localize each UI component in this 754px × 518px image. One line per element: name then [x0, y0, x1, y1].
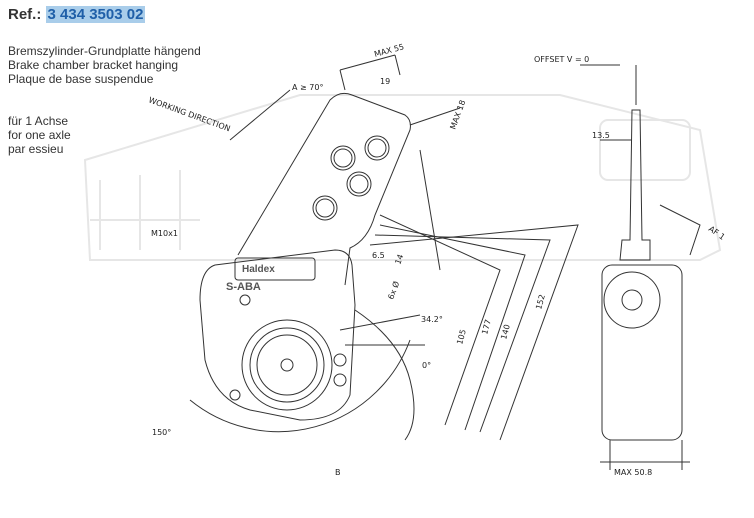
- label-19: 19: [380, 77, 390, 86]
- label-150: 150°: [152, 428, 171, 437]
- ref-heading: Ref.: 3 434 3503 02: [8, 6, 146, 23]
- label-brand: Haldex: [242, 264, 275, 275]
- label-34-2: 34.2°: [421, 315, 443, 324]
- label-177: 177: [480, 318, 493, 335]
- axle-block: für 1 Achse for one axle par essieu: [8, 114, 71, 156]
- hub-outer: [241, 319, 333, 411]
- bracket-hole-4: [312, 195, 338, 221]
- label-thread: M10x1: [151, 229, 178, 238]
- bracket-hole-3: [346, 171, 372, 197]
- side-view-lever: [619, 109, 651, 261]
- bracket-hole-2: [364, 135, 390, 161]
- label-hole: 6x Ø: [385, 280, 401, 301]
- label-max508: MAX 50.8: [614, 468, 652, 477]
- ref-number[interactable]: 3 434 3503 02: [45, 6, 146, 23]
- bracket-hole-1: [330, 145, 356, 171]
- bracket-plate: [237, 92, 411, 286]
- adjuster-body: [199, 249, 356, 421]
- description-de: Bremszylinder-Grundplatte hängend: [8, 44, 201, 58]
- label-14: 14: [393, 253, 405, 266]
- label-105: 105: [455, 328, 468, 345]
- label-model: S-ABA: [226, 281, 261, 293]
- truck-watermark: [83, 94, 722, 261]
- axle-de: für 1 Achse: [8, 114, 69, 128]
- label-135: 13.5: [592, 131, 610, 140]
- side-view-body: [601, 264, 683, 441]
- label-max18: MAX 18: [448, 99, 467, 131]
- label-140: 140: [499, 323, 512, 340]
- ref-label: Ref.:: [8, 6, 42, 23]
- label-angle-a: A ≥ 70°: [292, 83, 323, 92]
- label-65: 6.5: [372, 251, 385, 260]
- axle-fr: par essieu: [8, 142, 64, 156]
- sweep-arc: [189, 339, 411, 433]
- label-152: 152: [534, 293, 547, 310]
- description-fr: Plaque de base suspendue: [8, 72, 154, 86]
- label-offset: OFFSET V = 0: [534, 55, 589, 64]
- label-0: 0°: [422, 361, 431, 370]
- description-block: Bremszylinder-Grundplatte hängend Brake …: [8, 44, 201, 86]
- label-b: B: [335, 468, 341, 477]
- axle-en: for one axle: [8, 128, 71, 142]
- label-af: AF 1: [707, 224, 727, 242]
- description-en: Brake chamber bracket hanging: [8, 58, 179, 72]
